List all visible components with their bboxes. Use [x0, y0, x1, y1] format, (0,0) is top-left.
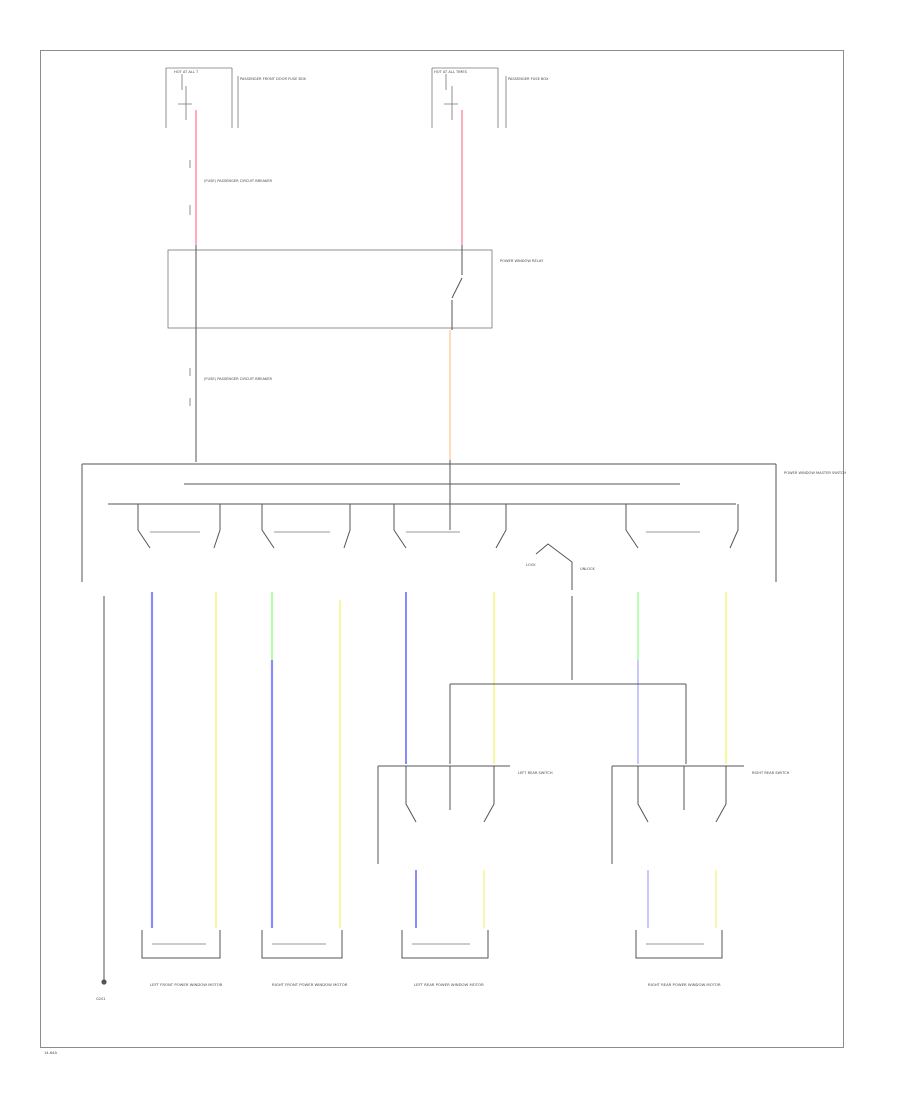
left-rear-switch: LEFT REAR SWITCH: [377, 765, 553, 864]
lock-switch: LOCK UNLOCK: [526, 543, 596, 680]
unlock-label: UNLOCK: [580, 567, 596, 571]
motor-lf-label: LEFT FRONT POWER WINDOW MOTOR: [150, 982, 223, 987]
left-fuse-box: HOT AT ALL T PASSENGER FRONT DOOR FUSE B…: [165, 67, 306, 128]
switch-group-4: [625, 504, 739, 549]
relay-box: POWER WINDOW RELAY: [167, 245, 544, 330]
motor-left-rear: LEFT REAR POWER WINDOW MOTOR: [401, 930, 489, 987]
right-rear-switch: RIGHT REAR SWITCH: [611, 765, 790, 864]
motor-right-rear: RIGHT REAR POWER WINDOW MOTOR: [635, 930, 723, 987]
diagram-frame: [40, 50, 844, 1048]
master-switch-bus: [81, 463, 777, 582]
left-rear-switch-label: LEFT REAR SWITCH: [518, 771, 553, 775]
fuse-left-label: HOT AT ALL T: [174, 70, 199, 74]
fuse-right-desc: PASSENGER FUSE BOX: [508, 77, 549, 81]
motor-left-front: LEFT FRONT POWER WINDOW MOTOR: [141, 930, 223, 987]
ground-symbol: G201: [96, 979, 107, 1001]
lock-distribution: [449, 683, 687, 764]
motor-rr-label: RIGHT REAR POWER WINDOW MOTOR: [648, 982, 721, 987]
switch-group-3: [393, 504, 507, 549]
circuit-breaker-top: (FUSE) PASSENGER CIRCUIT BREAKER: [204, 179, 273, 183]
lock-label: LOCK: [526, 563, 536, 567]
relay-desc: POWER WINDOW RELAY: [500, 259, 544, 263]
ground-label: G201: [96, 997, 106, 1001]
master-switch-label: POWER WINDOW MASTER SWITCH: [784, 471, 846, 475]
fuse-left-desc: PASSENGER FRONT DOOR FUSE BOX: [240, 77, 306, 81]
right-fuse-box: HOT AT ALL TIMES PASSENGER FUSE BOX: [431, 67, 549, 128]
diagram-code: 14-64A: [44, 1051, 57, 1055]
motor-right-front: RIGHT FRONT POWER WINDOW MOTOR: [261, 930, 348, 987]
motor-lr-label: LEFT REAR POWER WINDOW MOTOR: [414, 982, 484, 987]
motor-rf-label: RIGHT FRONT POWER WINDOW MOTOR: [272, 982, 348, 987]
fuse-right-label: HOT AT ALL TIMES: [434, 70, 468, 74]
switch-group-1: [137, 504, 221, 549]
right-rear-switch-label: RIGHT REAR SWITCH: [752, 771, 790, 775]
circuit-breaker-bottom: (FUSE) PASSENGER CIRCUIT BREAKER: [204, 377, 273, 381]
switch-group-2: [261, 504, 351, 549]
